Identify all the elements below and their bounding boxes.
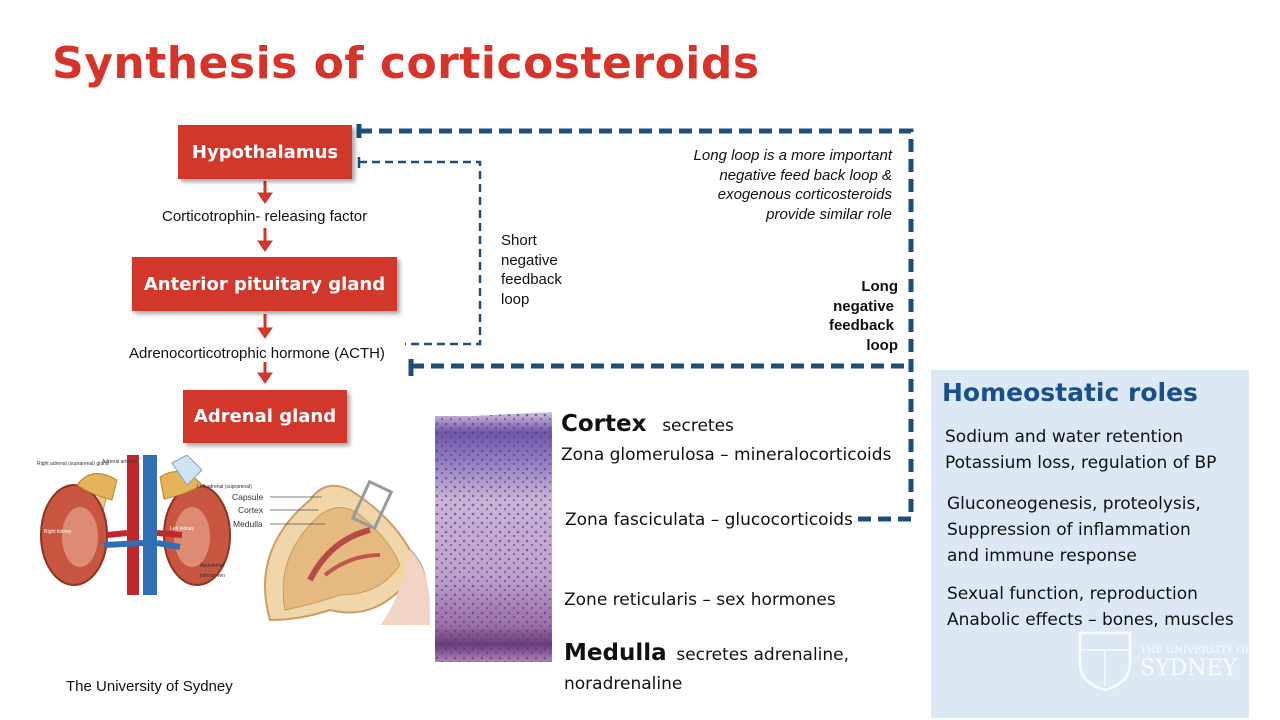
homeostatic-roles-title: Homeostatic roles — [942, 378, 1198, 407]
roles-group-glucocorticoid: Gluconeogenesis, proteolysis,Suppression… — [947, 494, 1201, 566]
university-crest-icon — [1078, 631, 1132, 692]
zona-glomerulosa: Zona glomerulosa – mineralocorticoids — [561, 445, 892, 465]
long-feedback-loop-line — [359, 128, 914, 522]
capsule-label: Capsule — [232, 492, 263, 502]
page-title: Synthesis of corticosteroids — [52, 38, 760, 89]
left-adrenal-label: Left adrenal (suprarenal) — [197, 484, 252, 490]
cortex-label: Cortex — [238, 505, 264, 515]
medulla-heading: Medulla — [564, 640, 667, 666]
medulla-secretes: secretes adrenaline, — [676, 645, 850, 665]
cortex-heading-line: Cortex secretes — [561, 411, 734, 437]
pituitary-box: Anterior pituitary gland — [132, 257, 397, 311]
university-logo-text: THE UNIVERSITY OF SYDNEY — [1140, 645, 1252, 681]
kidney-anatomy-image: Right adrenal (suprarenal) gland Adrenal… — [32, 455, 254, 595]
inferior-vena-label: Inferior ven — [200, 573, 225, 579]
short-feedback-loop-line — [359, 160, 482, 346]
adrenal-arteries-label: Adrenal arteries — [102, 459, 138, 465]
hypothalamus-box: Hypothalamus — [178, 125, 352, 179]
adrenal-box: Adrenal gland — [183, 390, 347, 443]
left-kidney-label: Left kidney — [170, 526, 195, 532]
right-kidney-label: Right kidney — [44, 529, 72, 535]
cortex-heading: Cortex — [561, 411, 647, 437]
cortex-secretes: secretes — [662, 416, 734, 436]
abdominal-label: Abdominal — [200, 563, 224, 569]
footer-text: The University of Sydney — [66, 678, 233, 695]
histology-image — [435, 412, 552, 662]
medulla-secretes-cont: noradrenaline — [564, 674, 683, 694]
acth-label: Adrenocorticotrophic hormone (ACTH) — [129, 345, 385, 362]
zone-reticularis: Zone reticularis – sex hormones — [564, 590, 836, 610]
homeostatic-roles-panel — [931, 370, 1249, 718]
right-adrenal-label: Right adrenal (suprarenal) gland — [37, 461, 109, 467]
adrenal-cross-section-image: Capsule Cortex Medulla — [232, 479, 430, 625]
medulla-label: Medulla — [233, 519, 263, 529]
zona-fasciculata: Zona fasciculata – glucocorticoids — [565, 510, 853, 530]
crf-label: Corticotrophin- releasing factor — [162, 208, 368, 225]
flow-arrows — [257, 181, 273, 384]
medulla-heading-line: Medulla secretes adrenaline, — [564, 640, 849, 666]
